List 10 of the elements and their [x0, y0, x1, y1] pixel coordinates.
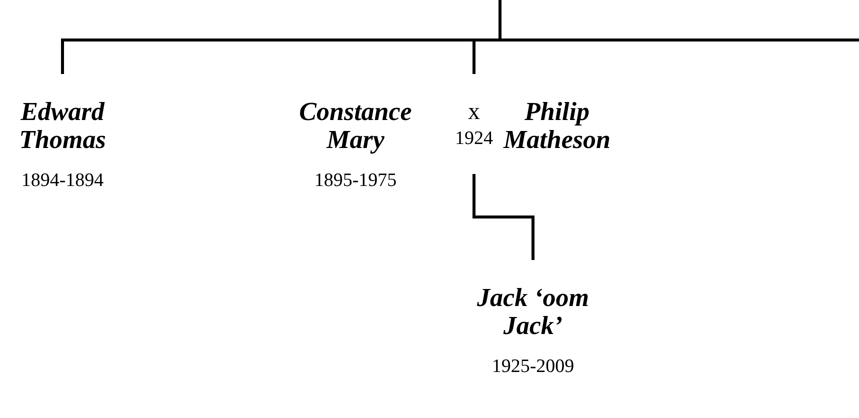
- marriage-year: 1924: [455, 127, 493, 151]
- person-name: Philip Matheson: [502, 98, 612, 154]
- person-name: Edward Thomas: [18, 98, 107, 154]
- marriage-symbol: x: [468, 98, 480, 126]
- person-name: Constance Mary: [298, 98, 413, 154]
- person-name: Jack ‘oom Jack’: [476, 284, 590, 340]
- life-dates: 1895-1975: [314, 169, 397, 193]
- life-dates: 1925-2009: [492, 355, 574, 379]
- descent-line: [472, 174, 534, 260]
- life-dates: 1894-1894: [21, 169, 104, 193]
